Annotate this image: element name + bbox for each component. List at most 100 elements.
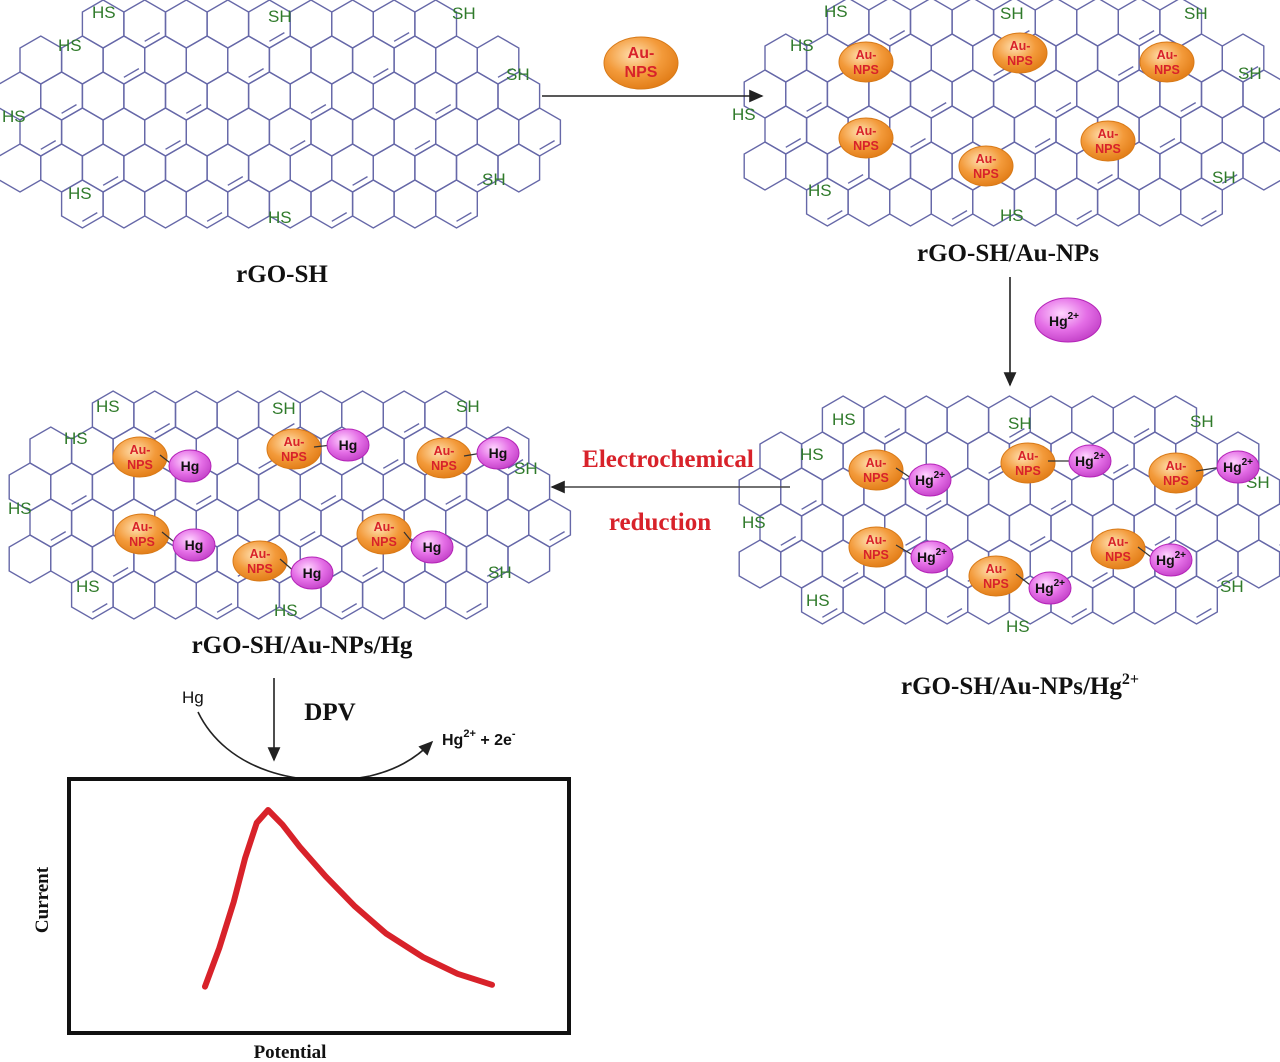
- hexagon-ring: [1200, 69, 1244, 119]
- hg2-ion: Hg2+: [895, 463, 952, 497]
- reagent-au-nps: Au- NPS: [603, 36, 679, 90]
- hexagon-ring: [1175, 575, 1218, 625]
- hexagon-ring: [1180, 177, 1223, 227]
- au-sphere: [958, 145, 1014, 187]
- thiol-hs-label: HS: [800, 445, 824, 464]
- double-bond: [414, 139, 431, 150]
- au-nanoparticle: Au-NPS: [114, 513, 170, 555]
- hg-atom: Hg: [161, 528, 216, 562]
- hexagon-ring: [351, 179, 395, 229]
- au-label-line1: Au-: [866, 456, 887, 470]
- hexagon-ring: [102, 107, 146, 157]
- double-bond: [780, 535, 797, 546]
- double-bond: [445, 494, 462, 505]
- thiol-hs-label: HS: [68, 184, 92, 203]
- hexagon-ring: [112, 570, 156, 620]
- thiol-hs-label: HS: [2, 107, 26, 126]
- double-bond: [102, 175, 119, 186]
- hexagon-ring: [257, 462, 301, 512]
- au-label-line1: Au-: [976, 152, 997, 166]
- hg-sphere: [1149, 543, 1193, 577]
- double-bond: [946, 607, 963, 618]
- double-bond: [486, 566, 503, 577]
- thiol-sh-label: SH: [1238, 64, 1262, 83]
- caption-rgo-sh-au-hg: rGO-SH/Au-NPs/Hg: [192, 632, 413, 659]
- au-sphere: [114, 513, 170, 555]
- double-bond: [925, 499, 942, 510]
- double-bond: [112, 566, 129, 577]
- hg-sphere: [168, 449, 212, 483]
- au-nanoparticle: Au-NPS: [992, 32, 1048, 74]
- hg-atom: Hg: [403, 530, 454, 564]
- au-label-line2: NPS: [1095, 142, 1121, 156]
- hg-atom: Hg: [279, 556, 334, 590]
- au-nanoparticle: Au-NPS: [266, 428, 322, 470]
- au-nanoparticle: Au-NPS: [968, 555, 1024, 597]
- thiol-sh-label: SH: [1000, 4, 1024, 23]
- thiol-sh-label: SH: [482, 170, 506, 189]
- double-bond: [206, 211, 223, 222]
- hexagon-ring: [372, 143, 416, 193]
- hexagon-ring: [1071, 395, 1114, 445]
- hexagon-ring: [123, 71, 167, 121]
- hexagon-ring: [185, 107, 229, 157]
- au-label-line2: NPS: [281, 450, 307, 464]
- au-sphere: [232, 540, 288, 582]
- hexagon-ring: [144, 35, 187, 85]
- x-axis-label: Potential: [254, 1042, 327, 1062]
- double-bond: [1034, 137, 1051, 148]
- hexagon-ring: [268, 35, 312, 85]
- hexagon-ring: [382, 462, 426, 512]
- hg-sphere: [476, 436, 520, 470]
- hexagon-ring: [237, 498, 281, 548]
- double-bond: [403, 422, 420, 433]
- hexagon-ring: [476, 107, 520, 157]
- double-bond: [801, 499, 817, 510]
- hexagon-ring: [780, 539, 824, 589]
- hexagon-ring: [884, 575, 927, 625]
- double-bond: [930, 101, 947, 112]
- hexagon-ring: [967, 503, 1011, 553]
- reagent-au-line1: Au-: [628, 45, 655, 62]
- hg-label: Hg: [489, 445, 508, 461]
- thiol-sh-label: SH: [488, 563, 512, 582]
- dpv-label: DPV: [304, 699, 355, 726]
- hexagon-ring: [738, 467, 782, 517]
- hexagon-ring: [1076, 0, 1119, 47]
- hexagon-ring: [946, 395, 990, 445]
- au-label-line1: Au-: [1010, 39, 1031, 53]
- hg-sphere: [1216, 450, 1260, 484]
- hexagon-ring: [310, 35, 354, 85]
- double-bond: [476, 175, 493, 186]
- au-nanoparticle: Au-NPS: [958, 145, 1014, 187]
- thiol-sh-label: SH: [1008, 414, 1032, 433]
- thiol-hs-label: HS: [92, 3, 116, 22]
- dpv-peak-curve: [202, 807, 495, 990]
- hexagon-ring: [1175, 503, 1218, 553]
- au-sphere: [356, 513, 412, 555]
- au-label-line1: Au-: [374, 520, 395, 534]
- thiol-hs-label: HS: [832, 410, 856, 429]
- double-bond: [310, 103, 327, 114]
- hexagon-ring: [738, 539, 782, 589]
- thiol-hs-label: HS: [268, 208, 292, 227]
- double-bond: [785, 137, 802, 148]
- double-bond: [889, 29, 906, 40]
- hexagon-ring: [216, 462, 260, 512]
- hexagon-ring: [889, 33, 932, 83]
- double-bond: [320, 494, 337, 505]
- au-nanoparticle: Au-NPS: [838, 117, 894, 159]
- hexagon-ring: [144, 179, 187, 229]
- hexagon-ring: [486, 498, 530, 548]
- hexagon-ring: [904, 395, 948, 445]
- hexagon-ring: [455, 71, 499, 121]
- hexagon-ring: [1242, 141, 1280, 191]
- hexagon-ring: [227, 179, 271, 229]
- thiol-sh-label: SH: [1220, 577, 1244, 596]
- hg-label: Hg: [181, 458, 200, 474]
- thiol-sh-label: SH: [272, 399, 296, 418]
- hexagon-ring: [393, 179, 437, 229]
- au-label-line2: NPS: [431, 459, 457, 473]
- double-bond: [1221, 173, 1238, 184]
